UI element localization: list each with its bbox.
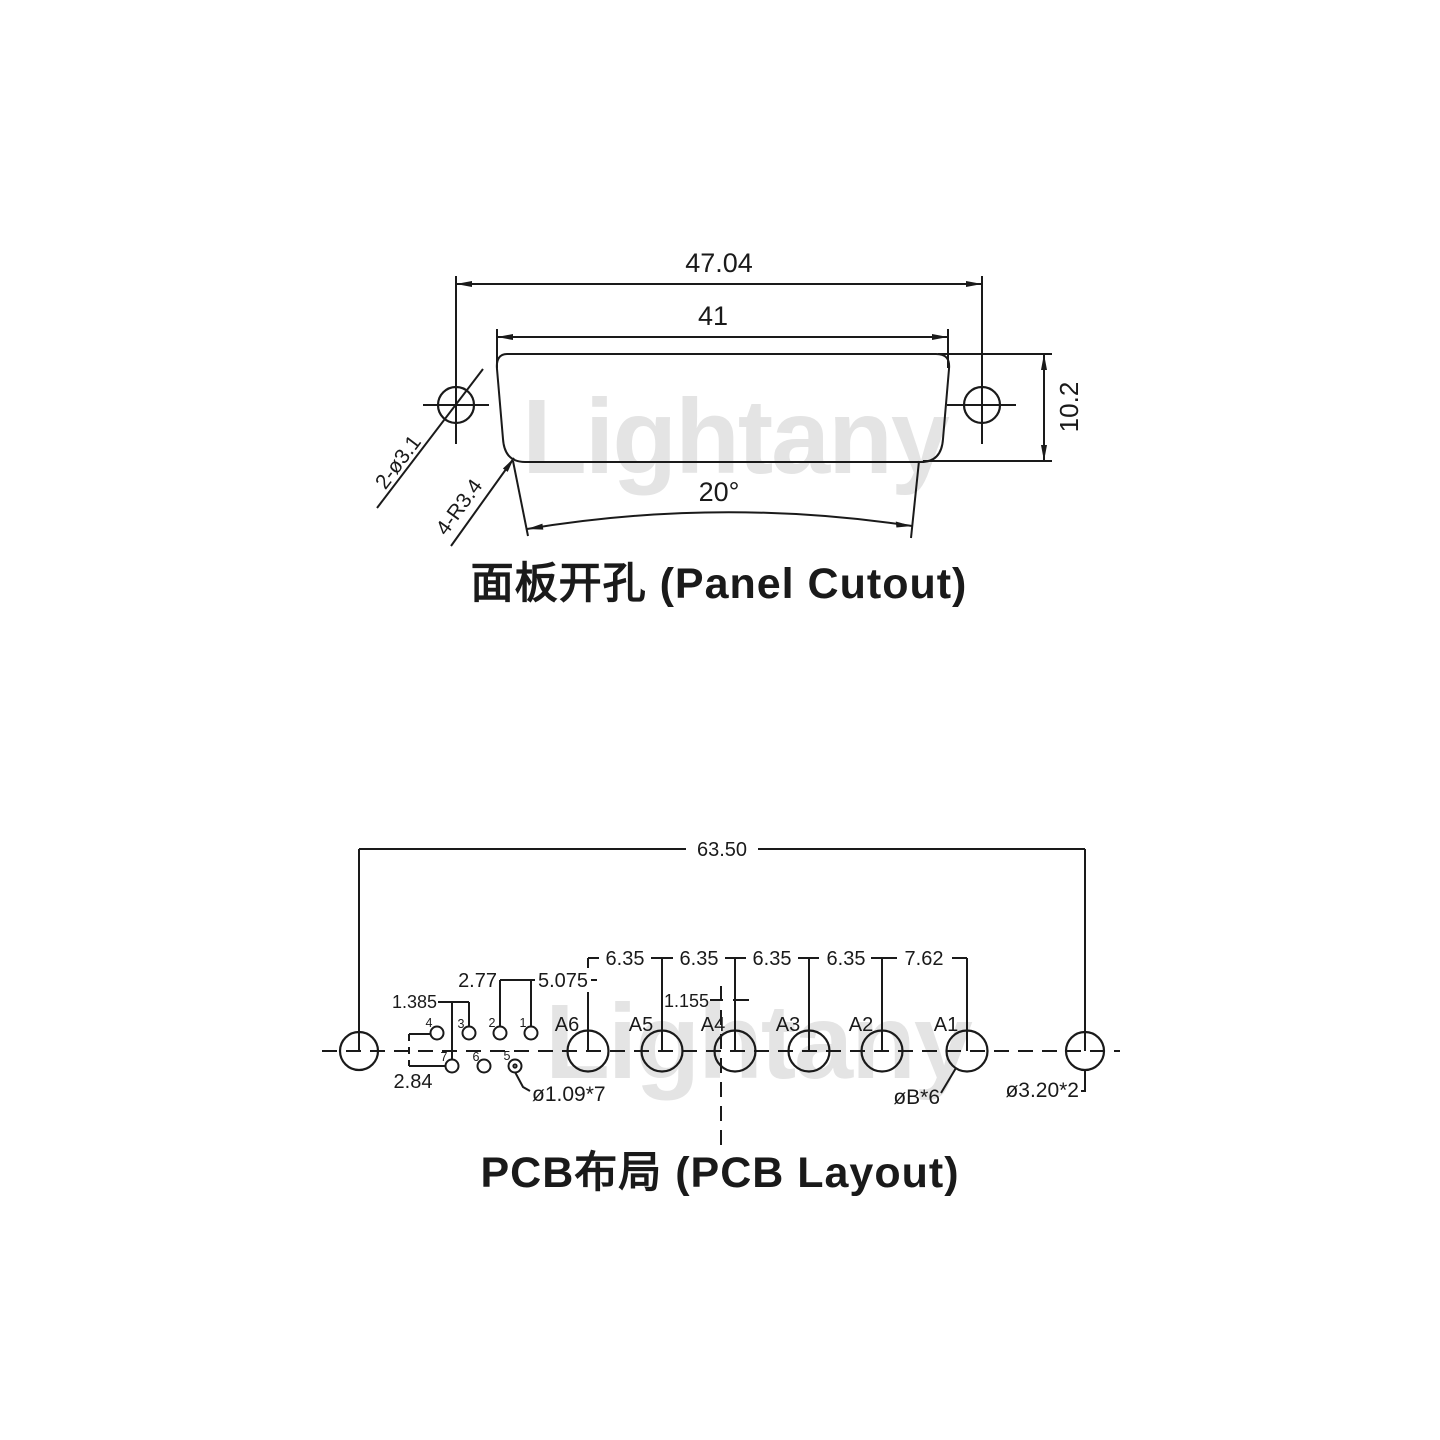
dim-cutout-width: 41 (496, 301, 949, 368)
coax-label: A3 (776, 1014, 800, 1036)
dim-pin1-to-a6-value: 5.075 (538, 970, 588, 992)
dim-coax-pitch-a1-value: 7.62 (905, 948, 944, 970)
dim-coax-pitch-value: 6.35 (827, 948, 866, 970)
coax-labels: A6 A5 A4 A3 A2 A1 (555, 1014, 958, 1036)
callout-coax-holes: øB*6 (893, 1067, 957, 1109)
pin-number: 2 (489, 1016, 496, 1030)
dim-cutout-width-value: 41 (698, 301, 728, 331)
dim-coax-pitch-value: 6.35 (680, 948, 719, 970)
panel-cutout-caption: 面板开孔 (Panel Cutout) (471, 560, 968, 608)
dim-coax-pitch-value: 6.35 (753, 948, 792, 970)
callout-signal-holes-value: ø1.09*7 (532, 1083, 606, 1106)
callout-coax-holes-value: øB*6 (893, 1086, 940, 1109)
callout-corner-radius: 4-R3.4 (432, 457, 515, 547)
dim-a4-offset-value: 1.155 (664, 991, 709, 1011)
dim-coax-pitch-row: 6.35 6.35 6.35 6.35 7.62 (588, 946, 967, 970)
dim-a4-offset: 1.155 (664, 991, 749, 1011)
pin5-center-dot (512, 1063, 518, 1069)
callout-pcb-mount-holes: ø3.20*2 (1005, 1070, 1086, 1102)
pin-number: 7 (441, 1050, 448, 1064)
coax-label: A5 (629, 1014, 653, 1036)
pin-number: 1 (520, 1016, 527, 1030)
mount-hole-right (947, 276, 1016, 444)
dim-row-offset-value: 1.385 (392, 992, 437, 1012)
pcb-layout-drawing: Lightany 63.50 (322, 837, 1120, 1197)
dim-angle-value: 20° (699, 477, 740, 507)
dim-row-offset: 1.385 (392, 992, 470, 1059)
pin-number: 5 (504, 1049, 511, 1063)
dim-row-spacing: 2.84 (394, 1033, 445, 1093)
dim-height-value: 10.2 (1054, 382, 1084, 433)
panel-cutout-drawing: Lightany 47.04 41 (371, 248, 1084, 608)
dim-overall-width: 63.50 (358, 837, 1086, 1051)
watermark-text: Lightany (522, 378, 950, 496)
callout-mount-holes-value: 2-ø3.1 (371, 431, 426, 493)
pin-number: 6 (473, 1050, 480, 1064)
pin-number: 3 (458, 1017, 465, 1031)
pcb-layout-caption: PCB布局 (PCB Layout) (480, 1149, 959, 1197)
dim-pin1-to-a6: 5.075 (531, 968, 597, 992)
pin-number-labels: 4 3 2 1 7 6 5 (426, 1016, 527, 1064)
callout-signal-holes: ø1.09*7 (514, 1071, 606, 1106)
signal-pins (429, 1025, 539, 1074)
watermark-text: Lightany (545, 983, 973, 1101)
pcb-mount-hole-left (338, 1030, 380, 1072)
coax-label: A4 (701, 1014, 725, 1036)
dim-pin-pitch: 2.77 (458, 970, 532, 1026)
dim-outer-width: 47.04 (456, 248, 982, 287)
dim-outer-width-value: 47.04 (685, 248, 753, 278)
coax-label: A6 (555, 1014, 579, 1036)
dim-coax-pitch-value: 6.35 (606, 948, 645, 970)
dim-row-spacing-value: 2.84 (394, 1071, 433, 1093)
dim-pin-pitch-value: 2.77 (458, 970, 497, 992)
callout-pcb-mount-holes-value: ø3.20*2 (1005, 1079, 1079, 1102)
dim-overall-width-value: 63.50 (697, 839, 747, 861)
pin-number: 4 (426, 1016, 433, 1030)
coax-label: A2 (849, 1014, 873, 1036)
coax-label: A1 (934, 1014, 958, 1036)
mount-hole-left (423, 276, 489, 444)
dim-angle: 20° (512, 460, 920, 539)
dim-height: 10.2 (923, 353, 1084, 462)
